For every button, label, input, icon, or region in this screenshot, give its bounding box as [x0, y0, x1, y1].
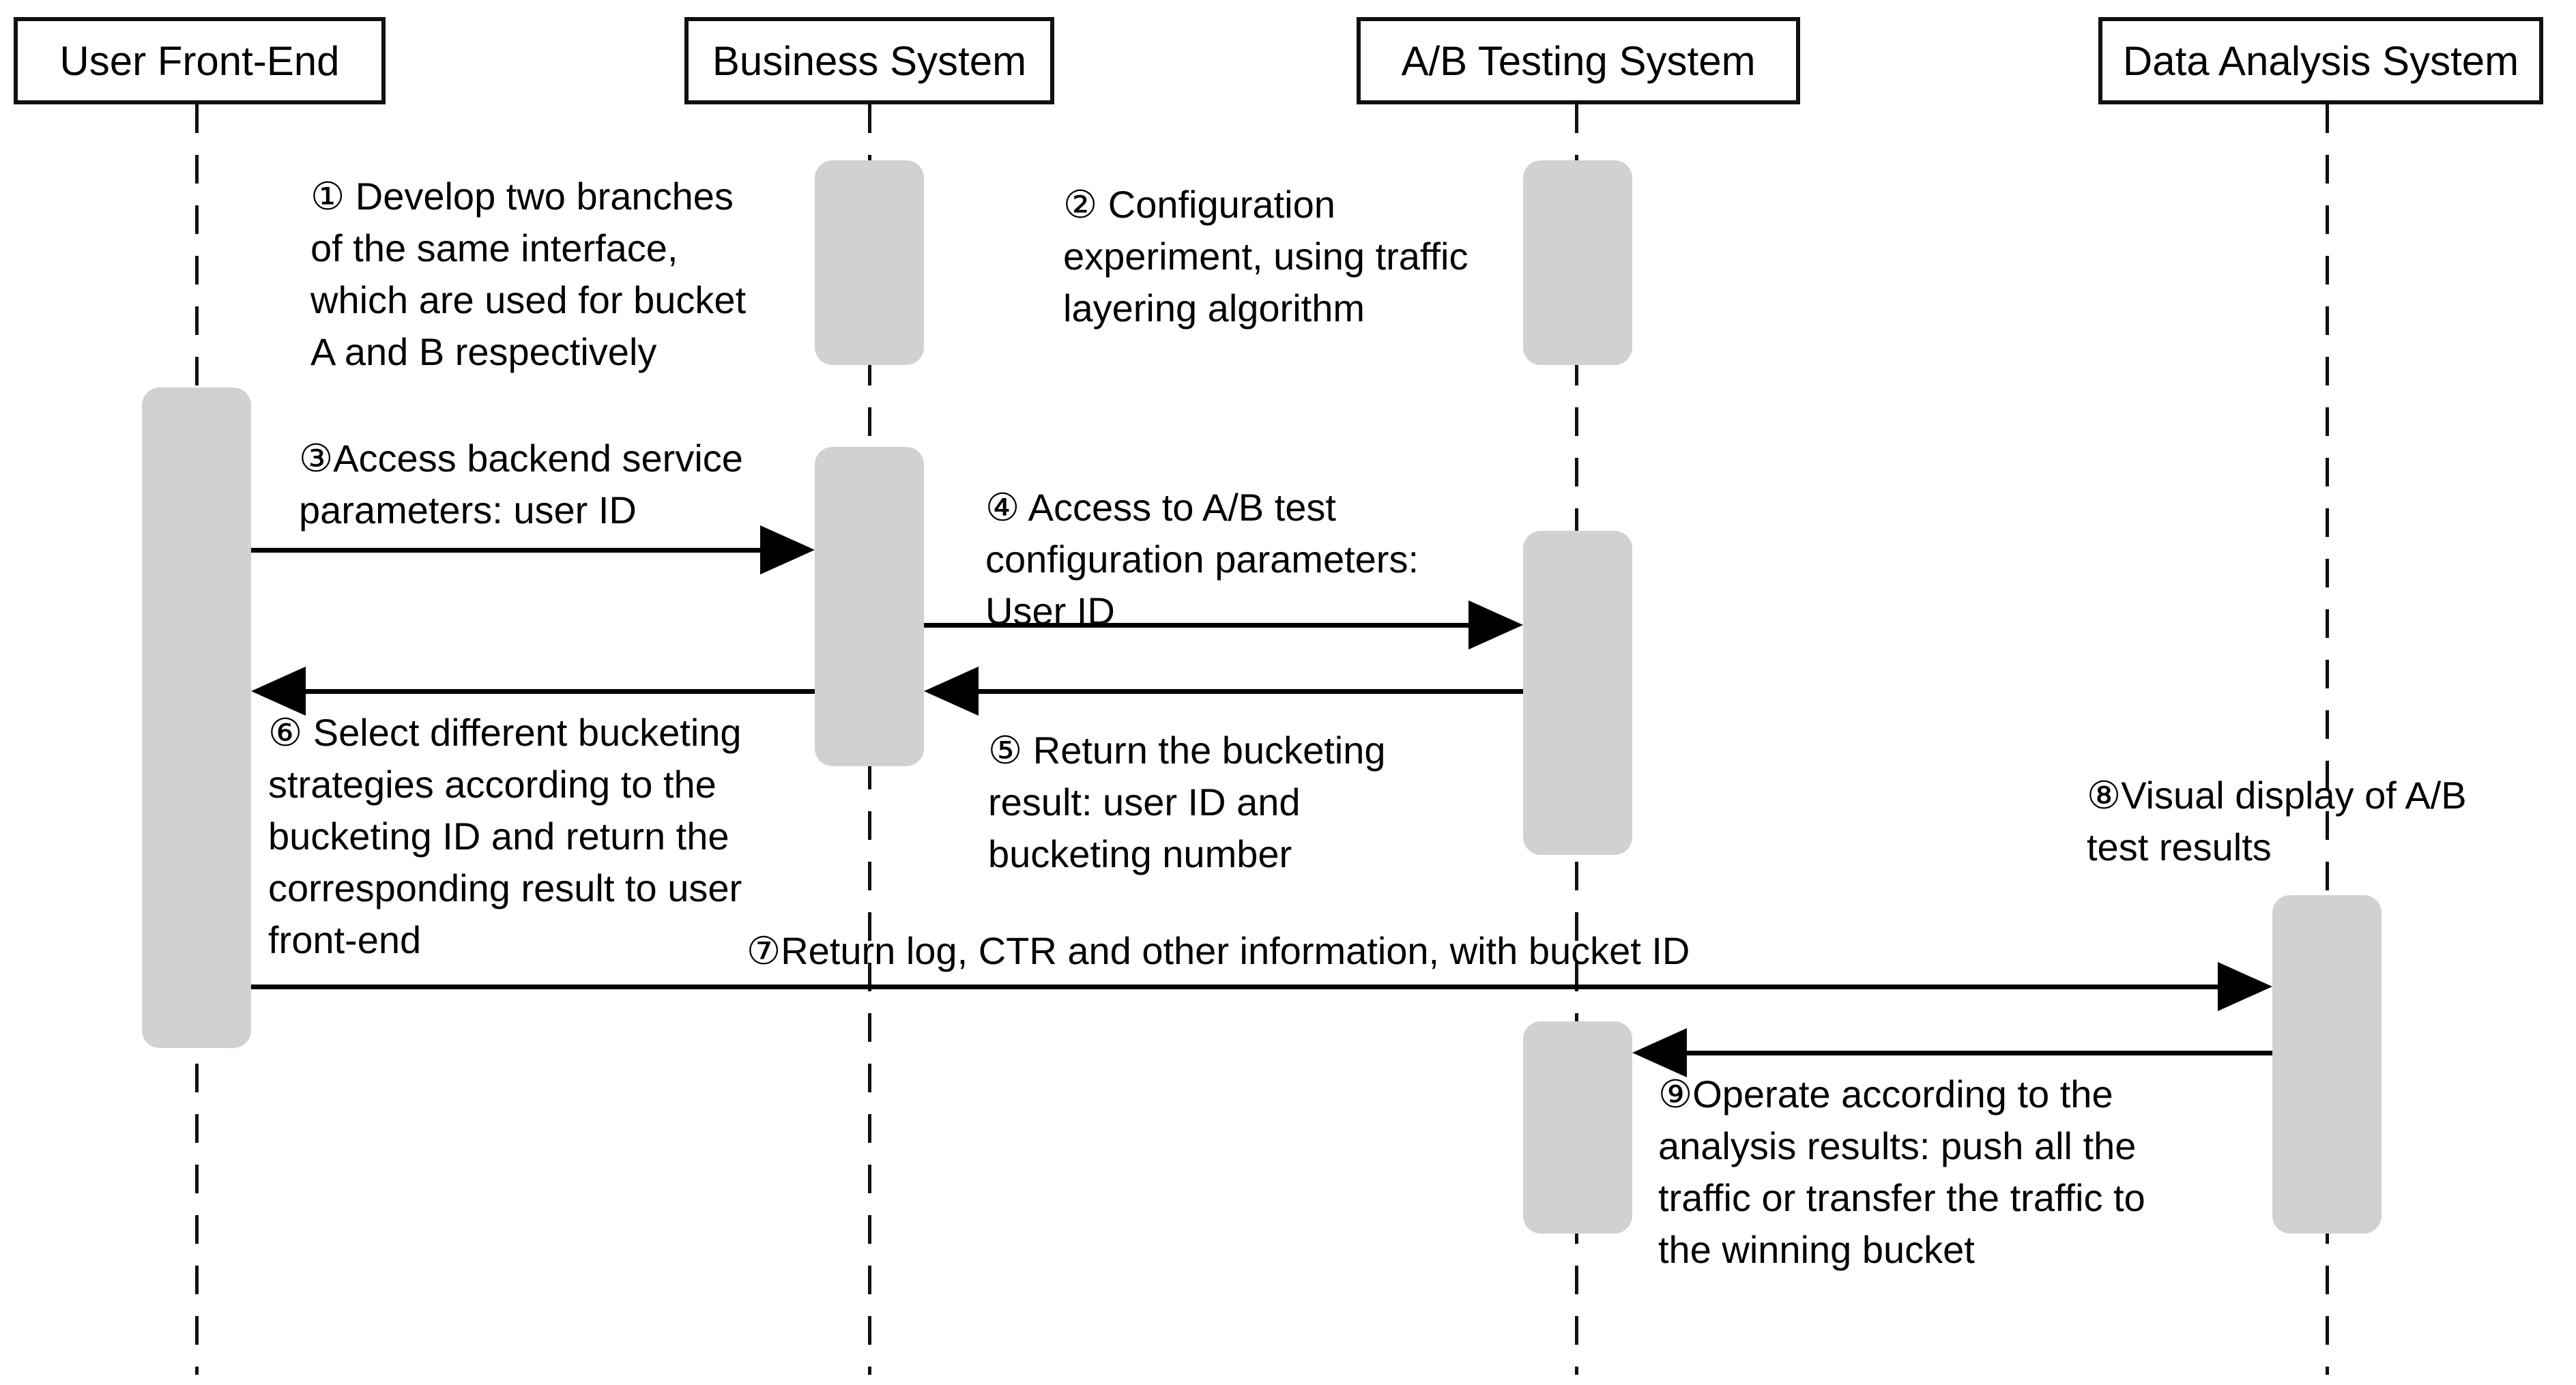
note-1: ① Develop two branches of the same inter…: [310, 175, 747, 373]
lifeline-data-analysis-system: [2326, 104, 2329, 1375]
note-6: ⑥ Select different bucketing strategies …: [268, 711, 742, 961]
participant-label: Business System: [712, 38, 1027, 84]
note-9: ⑨Operate according to the analysis resul…: [1658, 1073, 2145, 1271]
activation-ab-1: [1523, 160, 1632, 365]
activation-business-2: [815, 447, 924, 766]
arrow-shaft: [1683, 1051, 2272, 1055]
activation-data-1: [2272, 895, 2382, 1234]
note-2: ② Configuration experiment, using traffi…: [1063, 183, 1468, 330]
message-arrow-7: [251, 962, 2272, 1011]
arrowhead-icon: [924, 667, 979, 716]
note-7: ⑦Return log, CTR and other information, …: [747, 929, 1690, 972]
note-3: ③Access backend service parameters: user…: [299, 437, 743, 531]
message-arrow-5: [924, 667, 1523, 716]
arrow-shaft: [251, 548, 764, 553]
activation-user-1: [142, 388, 251, 1048]
activation-business-1: [815, 160, 924, 365]
arrow-shaft: [251, 985, 2222, 989]
arrow-shaft: [302, 689, 815, 694]
message-arrow-4: [924, 600, 1523, 650]
arrow-shaft: [924, 623, 1473, 628]
participant-label: User Front-End: [59, 38, 340, 84]
participant-business-system: Business System: [684, 17, 1054, 104]
activation-ab-3: [1523, 1021, 1632, 1234]
message-arrow-3: [251, 525, 815, 574]
participant-user-front-end: User Front-End: [14, 17, 386, 104]
arrowhead-icon: [1632, 1028, 1687, 1077]
message-arrow-9: [1632, 1028, 2272, 1077]
message-arrow-6: [251, 667, 815, 716]
participant-data-analysis-system: Data Analysis System: [2098, 17, 2543, 104]
arrow-shaft: [974, 689, 1523, 694]
note-5: ⑤ Return the bucketing result: user ID a…: [988, 729, 1386, 875]
activation-ab-2: [1523, 531, 1632, 855]
arrowhead-icon: [2218, 962, 2272, 1011]
arrowhead-icon: [251, 667, 306, 716]
arrowhead-icon: [1468, 600, 1523, 650]
arrowhead-icon: [760, 525, 815, 574]
note-4: ④ Access to A/B test configuration param…: [985, 486, 1419, 632]
participant-ab-testing-system: A/B Testing System: [1357, 17, 1800, 104]
participant-label: A/B Testing System: [1401, 38, 1756, 84]
note-8: ⑧Visual display of A/B test results: [2087, 774, 2467, 869]
participant-label: Data Analysis System: [2122, 38, 2519, 84]
